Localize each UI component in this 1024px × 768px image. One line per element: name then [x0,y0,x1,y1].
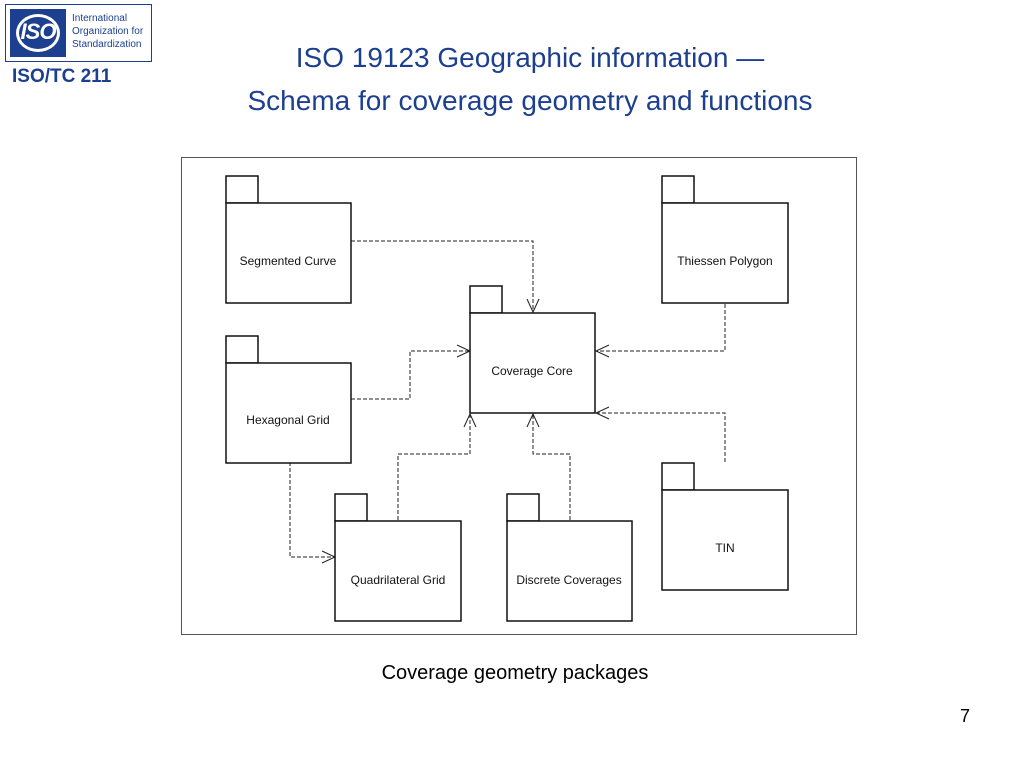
package-coverage-core [469,312,596,414]
label-discrete-coverages: Discrete Coverages [516,573,621,587]
package-hexagonal-grid [225,362,352,464]
dependency-segmented-curve [351,240,534,312]
package-shapes [225,175,789,622]
slide-title-line-1: ISO 19123 Geographic information — [295,42,765,73]
dependency-discrete-coverages [532,414,571,520]
dependency-arrowheads [321,298,610,564]
dependency-tin [596,412,726,462]
diagram-caption: Coverage geometry packages [381,662,649,684]
iso-logo-abbr: ISO [20,19,57,44]
label-tin: TIN [715,541,734,555]
slide-title-line-2: Schema for coverage geometry and functio… [247,85,813,116]
package-coverage-core-tab [469,285,503,314]
dependency-quadrilateral-grid [397,414,471,520]
arrowhead-segmented-curve [526,298,540,314]
arrowhead-thiessen-polygon [594,344,610,358]
dependency-lines [289,240,726,558]
dependency-hexagonal-grid [351,350,470,400]
package-thiessen-polygon-tab [661,175,695,204]
diagram-frame: Segmented Curve Thiessen Polygon Coverag… [181,157,857,635]
iso-logo-ring-icon [16,14,60,52]
package-quadrilateral-grid [334,520,462,622]
package-segmented-curve [225,202,352,304]
logo-line-1: International [72,13,128,24]
label-segmented-curve: Segmented Curve [240,254,337,268]
iso-logo: ISO International Organization for Stand… [5,4,152,62]
label-coverage-core: Coverage Core [491,364,573,378]
package-thiessen-polygon [661,202,789,304]
label-thiessen-polygon: Thiessen Polygon [677,254,772,268]
label-hexagonal-grid: Hexagonal Grid [246,413,329,427]
package-quadrilateral-grid-tab [334,493,368,522]
logo-line-3: Standardization [72,39,142,50]
slide-title: ISO 19123 Geographic information — Schem… [160,36,900,122]
page-number: 7 [959,706,970,726]
iso-logo-text: International Organization for Standardi… [72,12,152,51]
package-discrete-coverages [506,520,633,622]
package-tin [661,489,789,591]
package-segmented-curve-tab [225,175,259,204]
package-discrete-coverages-tab [506,493,540,522]
package-diagram: Segmented Curve Thiessen Polygon Coverag… [225,175,789,622]
arrowhead-quadrilateral-grid [463,412,477,428]
package-labels: Segmented Curve Thiessen Polygon Coverag… [240,254,773,587]
committee-label: ISO/TC 211 [12,66,112,87]
dependency-hex-to-quad [289,462,335,558]
package-hexagonal-grid-tab [225,335,259,364]
logo-line-2: Organization for [72,26,144,37]
arrowhead-tin [594,406,610,420]
arrowhead-discrete-coverages [526,412,540,428]
dependency-thiessen-polygon [596,304,726,352]
iso-logo-mark: ISO [10,9,66,57]
label-quadrilateral-grid: Quadrilateral Grid [351,573,446,587]
package-tin-tab [661,462,695,491]
